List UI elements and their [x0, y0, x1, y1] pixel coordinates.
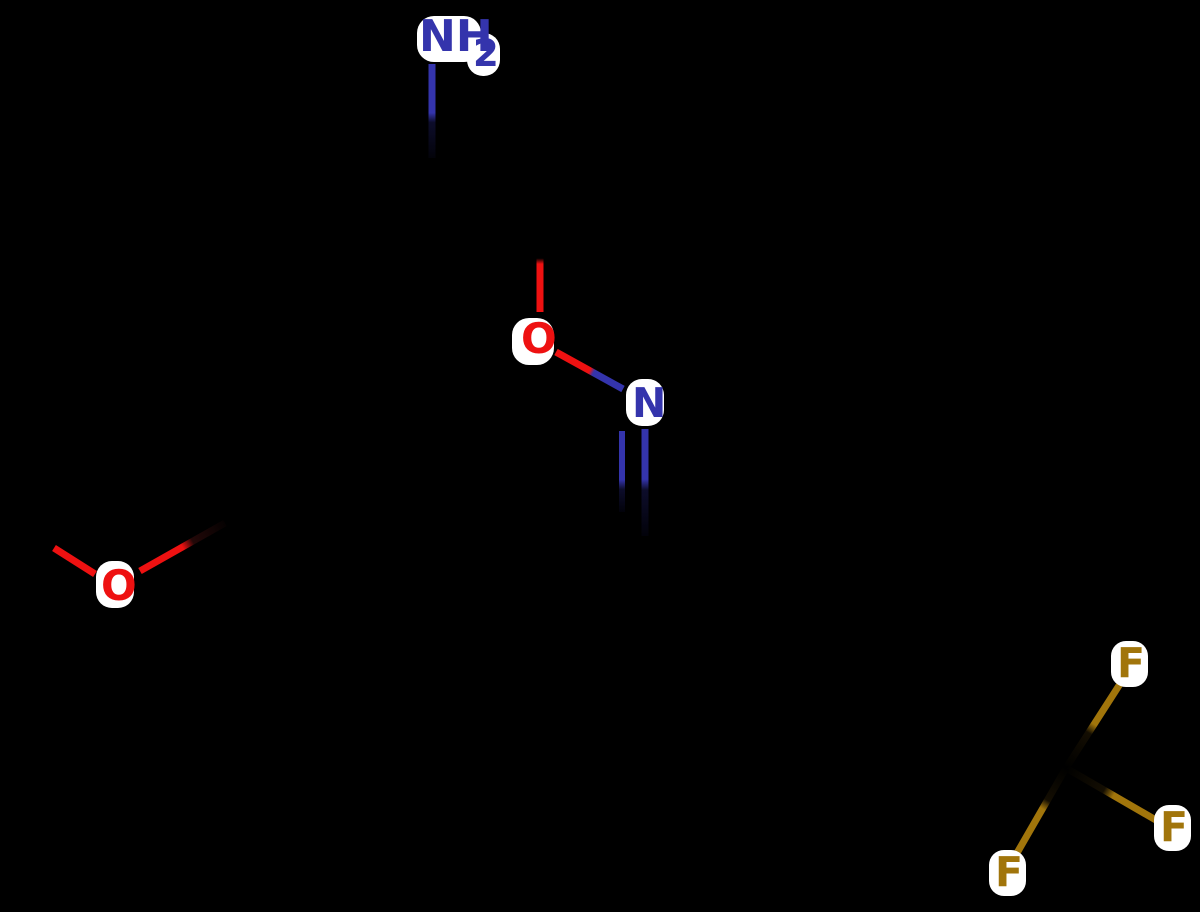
oxime-ether-o-label: O	[521, 314, 557, 363]
bond-methyl-to-methoxy-o	[52, 545, 97, 577]
oxime-n-label: N	[632, 379, 666, 427]
fluorine-top-label-halo	[1111, 641, 1148, 687]
bond-layer	[52, 64, 1163, 855]
bond-methoxy-o-to-ch2	[138, 519, 227, 575]
methoxy-o-label-halo	[96, 561, 134, 608]
amine-h2-subscript: 2	[473, 32, 499, 75]
fluorine-right-label-halo	[1154, 805, 1191, 851]
fluorine-top-label: F	[1117, 639, 1145, 687]
oxime-ether-o-label-halo	[512, 318, 554, 365]
fluorine-left-label-halo	[989, 850, 1026, 896]
atom-halo-layer	[96, 16, 1191, 896]
amine-h2-subscript-halo	[467, 33, 500, 76]
amine-nh-label-halo	[417, 16, 481, 62]
fluorine-left-label: F	[995, 848, 1023, 896]
bond-cf3-c-to-f-top	[1063, 682, 1123, 770]
bond-cf3-c-to-f-left	[1013, 766, 1070, 855]
methoxy-o-label: O	[101, 561, 137, 610]
oxime-n-label-halo	[626, 379, 664, 426]
amine-nh-label: NH	[419, 11, 493, 62]
bond-cf3-c-to-f-right	[1064, 764, 1163, 827]
fluorine-right-label: F	[1160, 803, 1188, 851]
bond-oxime-o-to-n	[554, 348, 625, 393]
